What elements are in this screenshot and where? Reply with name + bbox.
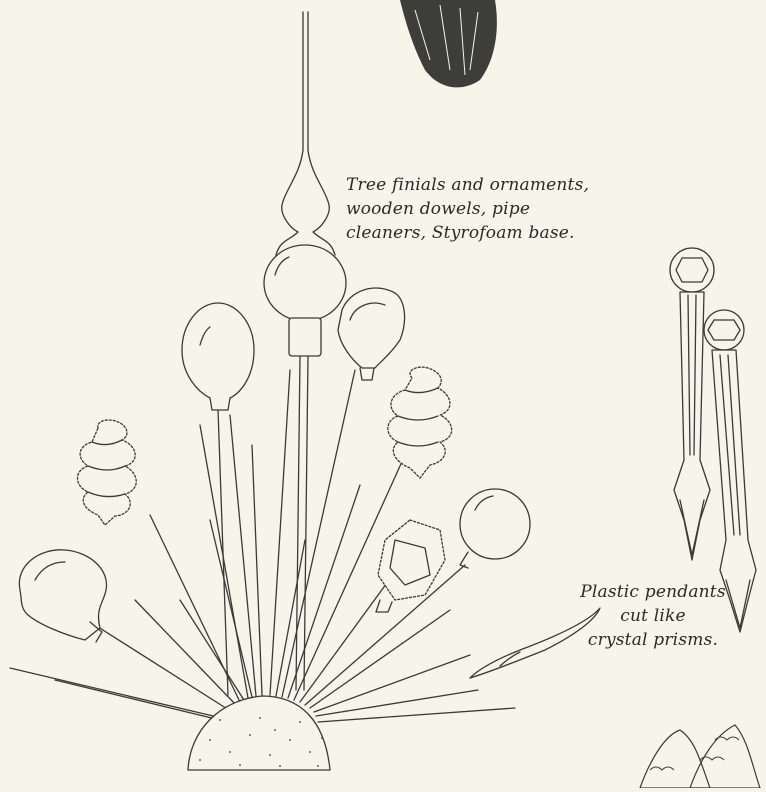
cube-ornament — [338, 288, 405, 380]
ornaments-caption-line: Tree finials and ornaments, — [346, 173, 646, 197]
ornaments-caption-line: wooden dowels, pipe — [346, 197, 646, 221]
ornaments-caption-line: cleaners, Styrofoam base. — [346, 221, 646, 245]
pendants-caption-line: Plastic pendants — [548, 580, 758, 604]
styrofoam-base — [188, 696, 330, 770]
balloon-ornament — [182, 303, 254, 695]
foliage-bottom — [640, 725, 760, 788]
pendants-caption: Plastic pendants cut like crystal prisms… — [548, 580, 758, 652]
crystal-pendant-1 — [670, 248, 714, 560]
pendants-caption-line: crystal prisms. — [548, 628, 758, 652]
spiral-ornament-right — [388, 367, 452, 478]
faceted-ornament — [376, 520, 445, 612]
ornaments-caption: Tree finials and ornaments, wooden dowel… — [346, 173, 646, 245]
pear-ornament — [19, 550, 106, 642]
spiral-ornament-left — [78, 420, 137, 525]
pendants-caption-line: cut like — [548, 604, 758, 628]
ball-ornament — [460, 489, 530, 568]
foliage-top — [400, 0, 497, 87]
